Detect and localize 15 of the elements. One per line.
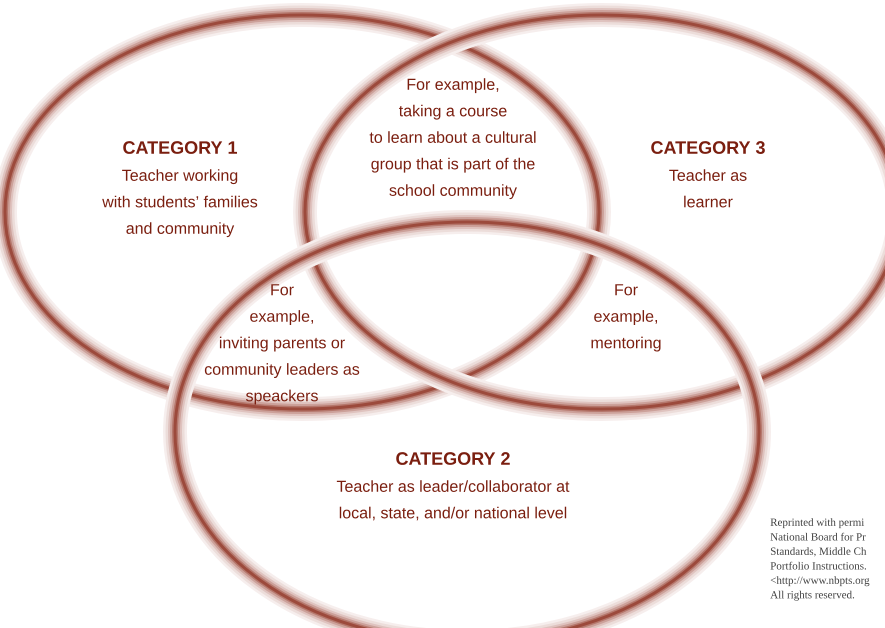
credit-note: <http://www.nbpts.org xyxy=(770,576,870,586)
category-description: Teacher working with students’ families and community xyxy=(102,169,258,238)
example-text: For example, taking a course to learn about a cultural group that is part of the school community xyxy=(370,78,536,200)
credit-note: Standards, Middle Ch xyxy=(770,547,866,557)
credit-note: Portfolio Instructions. xyxy=(770,562,866,570)
credit-note: National Board for Pr xyxy=(770,532,866,541)
category-heading: CATEGORY 2 xyxy=(396,452,510,465)
category-description: Teacher as leader/collaborator at local, state, and/or national level xyxy=(336,480,570,520)
credit-note: All rights reserved. xyxy=(770,590,854,601)
example-text: For example, inviting parents or community leaders as speackers xyxy=(204,284,360,405)
category-heading: CATEGORY 3 xyxy=(651,141,765,154)
category-heading: CATEGORY 1 xyxy=(123,141,238,154)
example-text: For example, mentoring xyxy=(592,284,661,352)
credit-note: Reprinted with permi xyxy=(770,518,864,528)
category-description: Teacher as learner xyxy=(669,169,747,208)
